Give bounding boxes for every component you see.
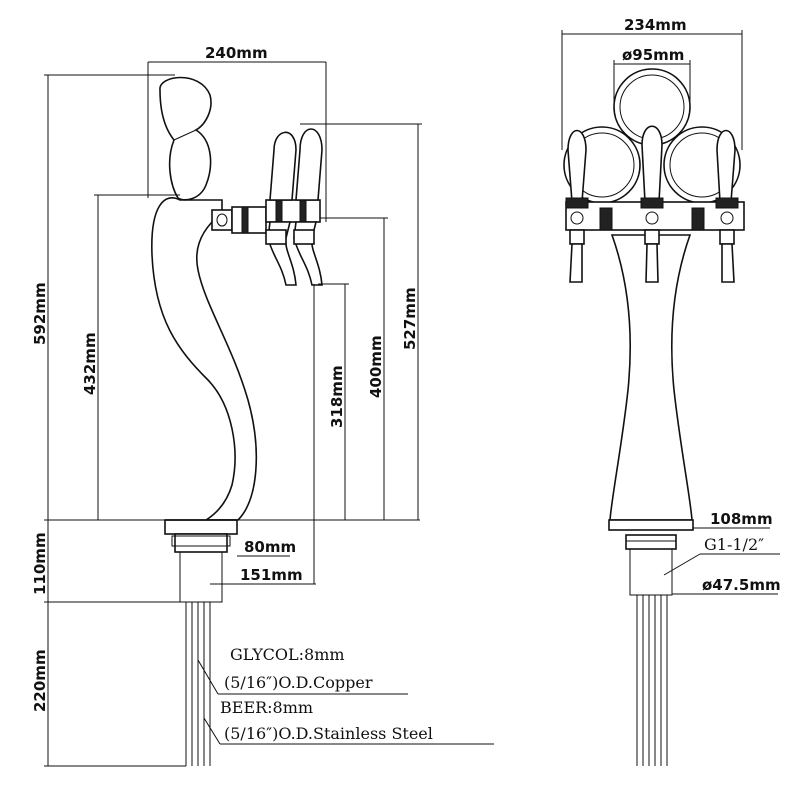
front-view: 234mm ø95mm 108mm G1-1/2″ ø47.5mm [561, 16, 781, 766]
dim-432: 432mm [81, 332, 99, 395]
dim-220: 220mm [31, 649, 49, 712]
side-base-flange [164, 519, 238, 535]
dim-108: 108mm [710, 510, 773, 528]
side-top-knob [159, 76, 212, 201]
dim-400: 400mm [367, 335, 385, 398]
side-view: 240mm 592mm 432mm 527mm 400mm 318mm 110m… [31, 44, 494, 767]
dim-95: ø95mm [622, 46, 684, 64]
note-beer-material: (5/16″)O.D.Stainless Steel [224, 724, 433, 743]
front-base [608, 519, 694, 531]
side-faucet [211, 128, 323, 286]
note-beer: BEER:8mm [220, 698, 313, 717]
dim-thread: G1-1/2″ [704, 535, 764, 554]
side-tower-body [151, 197, 258, 521]
dim-80: 80mm [244, 538, 296, 556]
dim-110: 110mm [31, 532, 49, 595]
front-tubes [636, 595, 668, 766]
side-tubes [185, 602, 211, 766]
front-spouts [569, 207, 735, 283]
dim-240: 240mm [205, 44, 268, 62]
note-glycol: GLYCOL:8mm [230, 645, 345, 664]
dim-234: 234mm [624, 16, 687, 34]
dim-527: 527mm [401, 287, 419, 350]
note-glycol-material: (5/16″)O.D.Copper [224, 673, 373, 692]
dim-592: 592mm [31, 282, 49, 345]
side-shank [179, 551, 223, 603]
dim-151: 151mm [240, 566, 303, 584]
dim-318: 318mm [328, 365, 346, 428]
dim-47-5: ø47.5mm [702, 576, 781, 594]
front-handles [565, 125, 739, 225]
